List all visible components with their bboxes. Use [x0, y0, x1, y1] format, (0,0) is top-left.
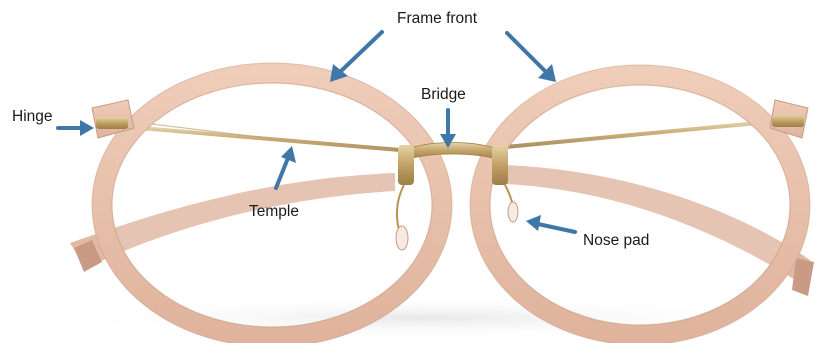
temple-label: Temple — [249, 204, 299, 220]
frame-front-arrow-left — [340, 32, 382, 72]
nose-pad-label: Nose pad — [583, 233, 649, 249]
frame-front-arrow-right — [507, 33, 546, 72]
hinge-arrowhead — [80, 120, 94, 136]
frame-front-label: Frame front — [397, 11, 477, 27]
bridge-label: Bridge — [421, 87, 466, 103]
hinge-label: Hinge — [12, 109, 53, 125]
right-lens — [470, 65, 810, 343]
